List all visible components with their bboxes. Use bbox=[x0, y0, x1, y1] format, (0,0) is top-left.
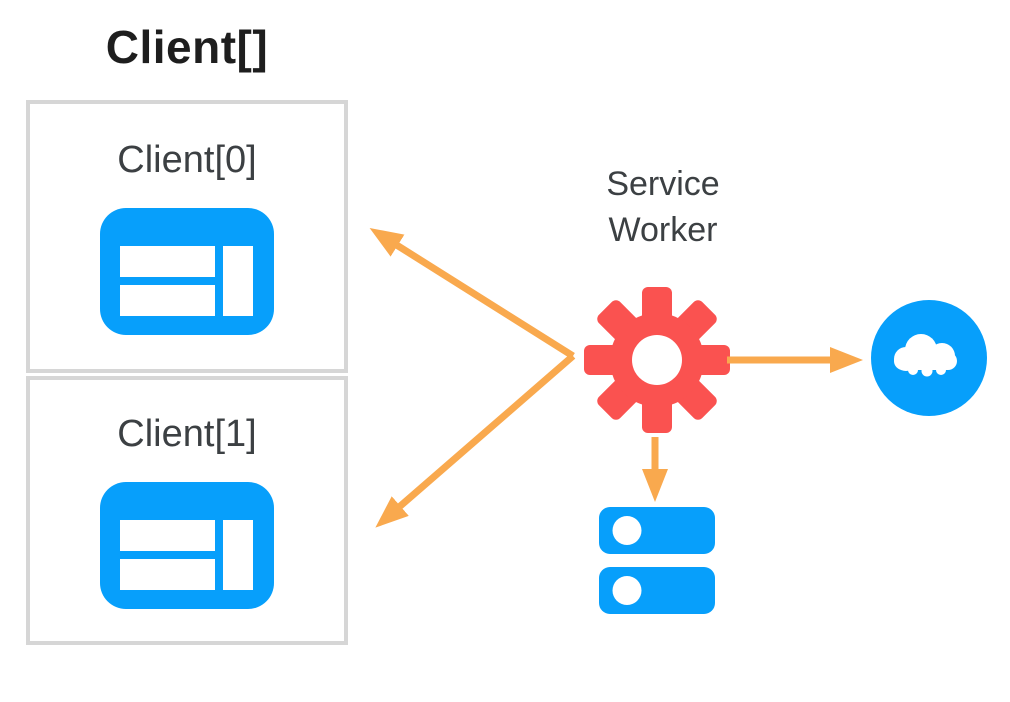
gear-body bbox=[584, 287, 730, 433]
service-worker-label: Service Worker bbox=[575, 161, 751, 253]
client-0-label: Client[0] bbox=[117, 138, 257, 181]
browser-sidebar-panel bbox=[223, 519, 253, 590]
browser-content-row-2 bbox=[120, 284, 215, 316]
browser-sidebar-panel bbox=[223, 245, 253, 316]
gear-hole bbox=[632, 335, 682, 385]
storage-shelf-bottom-dot bbox=[612, 576, 642, 605]
storage-icon bbox=[599, 507, 715, 614]
browser-window-icon bbox=[100, 207, 274, 335]
browser-window-icon bbox=[100, 481, 274, 609]
client-1-label: Client[1] bbox=[117, 412, 257, 455]
arrow-service-worker-to-client-1 bbox=[375, 353, 576, 528]
browser-content-row-1 bbox=[120, 245, 215, 277]
browser-content-row-1 bbox=[120, 519, 215, 551]
service-worker-label-line2: Worker bbox=[608, 211, 718, 249]
clients-array-title: Client[] bbox=[105, 21, 269, 73]
cloud-icon bbox=[871, 300, 987, 416]
client-0-box: Client[0] bbox=[26, 100, 348, 373]
service-worker-label-line1: Service bbox=[606, 165, 720, 203]
client-1-box: Client[1] bbox=[26, 376, 348, 645]
browser-content-row-2 bbox=[120, 558, 215, 590]
arrow-service-worker-to-client-0 bbox=[369, 228, 575, 359]
cloud-glyph bbox=[894, 334, 957, 377]
gear-icon bbox=[584, 287, 730, 433]
storage-shelf-top-dot bbox=[612, 516, 642, 545]
